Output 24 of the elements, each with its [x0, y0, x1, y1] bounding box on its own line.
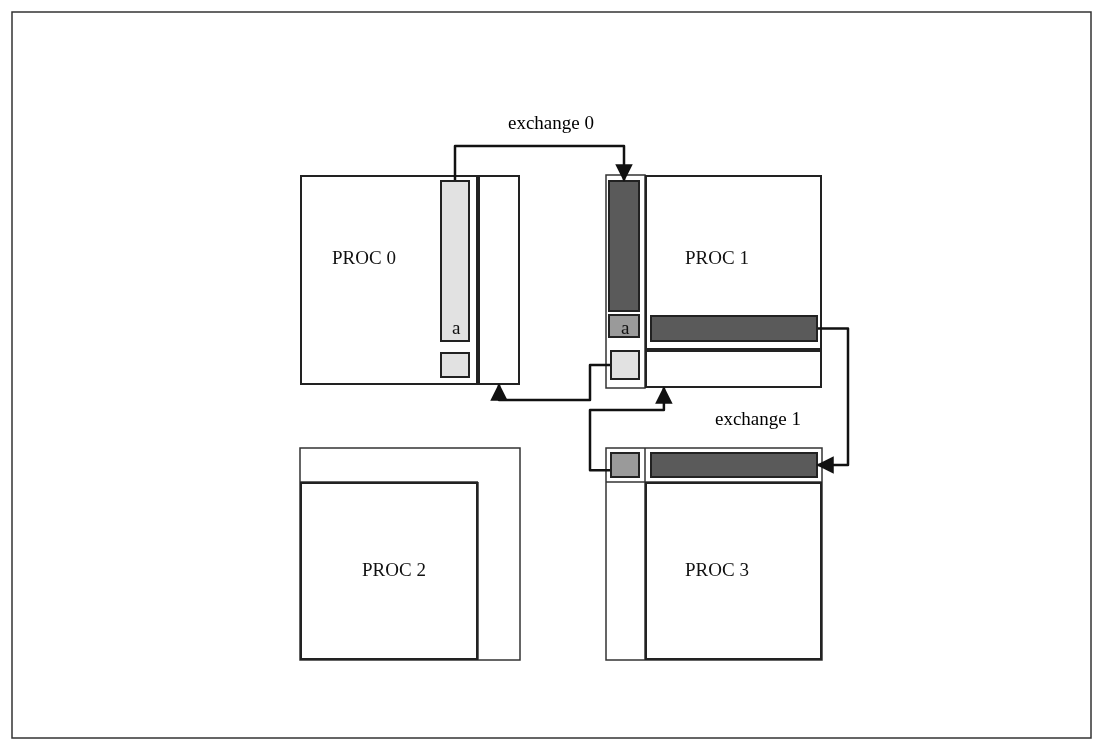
- arrow: [816, 327, 850, 474]
- arrow: [453, 144, 633, 182]
- corner-cell: [610, 452, 640, 478]
- boundary-strip: [650, 315, 818, 342]
- ghost-row: [645, 350, 822, 388]
- processor-block: [300, 482, 478, 660]
- processor-block: [645, 175, 822, 350]
- processor-block: [300, 175, 478, 385]
- processor-label: PROC 2: [362, 559, 426, 581]
- cell-letter: a: [452, 317, 461, 339]
- processor-label: PROC 3: [685, 559, 749, 581]
- arrow: [588, 386, 673, 472]
- corner-cell: [440, 352, 470, 378]
- ghost-strip: [608, 180, 640, 312]
- corner-cell: [610, 350, 640, 380]
- cell-letter: a: [621, 317, 630, 339]
- ghost-strip: [650, 452, 818, 478]
- processor-block: [645, 482, 822, 660]
- boundary-strip: [440, 180, 470, 342]
- processor-label: PROC 0: [332, 247, 396, 269]
- processor-label: PROC 1: [685, 247, 749, 269]
- ghost-cell: [608, 314, 640, 338]
- arrow: [490, 363, 610, 402]
- ghost-column: [478, 175, 520, 385]
